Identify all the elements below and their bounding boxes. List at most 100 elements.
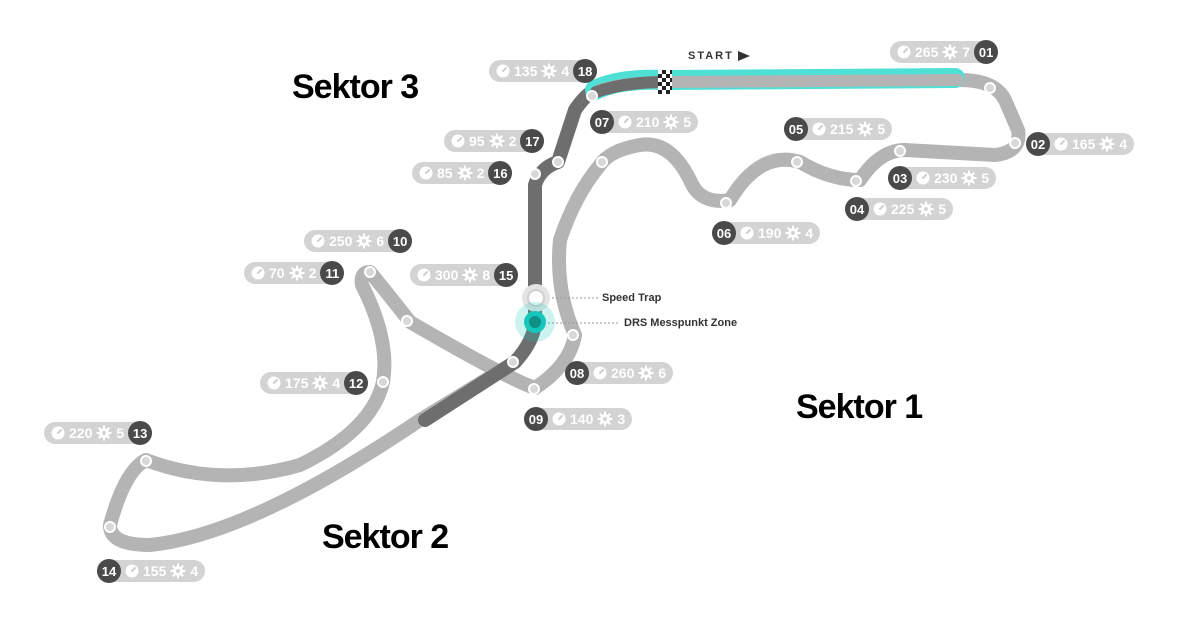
corner-number: 17 bbox=[520, 129, 545, 153]
corner-gear: 4 bbox=[190, 563, 199, 579]
corner-speed: 95 bbox=[469, 133, 485, 149]
start-text: START bbox=[688, 50, 734, 62]
speedometer-icon bbox=[916, 171, 930, 185]
corner-speed: 215 bbox=[830, 121, 854, 137]
corner-speed: 265 bbox=[915, 44, 939, 60]
speedometer-icon bbox=[552, 412, 566, 426]
gear-icon bbox=[597, 411, 613, 427]
corner-speed: 165 bbox=[1072, 136, 1096, 152]
corner-gear: 2 bbox=[308, 265, 317, 281]
corner-speed: 300 bbox=[435, 267, 459, 283]
speedometer-icon bbox=[618, 115, 632, 129]
corner-number: 05 bbox=[784, 117, 808, 141]
corner-marker-02 bbox=[1009, 137, 1021, 149]
speedometer-icon bbox=[593, 366, 607, 380]
corner-number: 04 bbox=[845, 197, 869, 221]
corner-number: 02 bbox=[1026, 132, 1050, 156]
corner-number: 12 bbox=[344, 371, 369, 395]
corner-marker-06 bbox=[720, 197, 732, 209]
corner-speed: 260 bbox=[611, 365, 635, 381]
start-label: START bbox=[688, 50, 750, 62]
gear-icon bbox=[961, 170, 977, 186]
speedometer-icon bbox=[51, 426, 65, 440]
corner-gear: 5 bbox=[877, 121, 886, 137]
speedometer-icon bbox=[451, 134, 465, 148]
speedometer-icon bbox=[1054, 137, 1068, 151]
corner-number: 07 bbox=[590, 110, 614, 134]
corner-marker-08 bbox=[567, 329, 579, 341]
corner-label-02: 02 165 4 bbox=[1026, 132, 1135, 156]
gear-icon bbox=[785, 225, 801, 241]
corner-number: 06 bbox=[712, 221, 736, 245]
corner-number: 03 bbox=[888, 166, 912, 190]
gear-icon bbox=[857, 121, 873, 137]
gear-icon bbox=[638, 365, 654, 381]
corner-gear: 6 bbox=[376, 233, 385, 249]
corner-speed: 85 bbox=[437, 165, 453, 181]
corner-marker-09 bbox=[528, 383, 540, 395]
gear-icon bbox=[942, 44, 958, 60]
corner-number: 11 bbox=[320, 261, 345, 285]
gear-icon bbox=[489, 133, 505, 149]
speedometer-icon bbox=[125, 564, 139, 578]
corner-speed: 220 bbox=[69, 425, 93, 441]
corner-number: 10 bbox=[388, 229, 413, 253]
corner-gear: 7 bbox=[962, 44, 971, 60]
corner-gear: 5 bbox=[116, 425, 125, 441]
gear-icon bbox=[663, 114, 679, 130]
corner-speed: 175 bbox=[285, 375, 309, 391]
corner-marker-13 bbox=[140, 455, 152, 467]
gear-icon bbox=[918, 201, 934, 217]
speed-trap-label: Speed Trap bbox=[602, 292, 662, 304]
corner-label-03: 03 230 5 bbox=[888, 166, 997, 190]
start-arrow-icon bbox=[737, 51, 750, 61]
corner-gear: 4 bbox=[1119, 136, 1128, 152]
gear-icon bbox=[457, 165, 473, 181]
speedometer-icon bbox=[873, 202, 887, 216]
speedometer-icon bbox=[267, 376, 281, 390]
corner-number: 18 bbox=[573, 59, 598, 83]
track-sector-1 bbox=[528, 73, 1026, 395]
corner-speed: 230 bbox=[934, 170, 958, 186]
corner-gear: 2 bbox=[476, 165, 485, 181]
sector-2-label: Sektor 2 bbox=[322, 518, 449, 556]
corner-marker-11 bbox=[364, 266, 376, 278]
gear-icon bbox=[1099, 136, 1115, 152]
corner-number: 08 bbox=[565, 361, 589, 385]
corner-number: 14 bbox=[97, 559, 121, 583]
drs-zone-label: DRS Messpunkt Zone bbox=[624, 317, 738, 329]
corner-marker-10 bbox=[401, 315, 413, 327]
corner-gear: 5 bbox=[981, 170, 990, 186]
corner-marker-05 bbox=[791, 156, 803, 168]
corner-gear: 5 bbox=[683, 114, 692, 130]
checkered-flag-icon bbox=[658, 70, 672, 94]
corner-gear: 8 bbox=[482, 267, 491, 283]
gear-icon bbox=[289, 265, 305, 281]
gear-icon bbox=[170, 563, 186, 579]
corner-marker-15 bbox=[507, 356, 519, 368]
corner-speed: 225 bbox=[891, 201, 915, 217]
speedometer-icon bbox=[740, 226, 754, 240]
corner-speed: 155 bbox=[143, 563, 167, 579]
gear-icon bbox=[312, 375, 328, 391]
corner-label-04: 04 225 5 bbox=[845, 197, 954, 221]
corner-marker-03 bbox=[894, 145, 906, 157]
speedometer-icon bbox=[812, 122, 826, 136]
corner-number: 09 bbox=[524, 407, 548, 431]
speedometer-icon bbox=[311, 234, 325, 248]
corner-label-14: 14 155 4 bbox=[97, 559, 206, 583]
corner-gear: 5 bbox=[938, 201, 947, 217]
corner-marker-17 bbox=[552, 156, 564, 168]
sector-1-label: Sektor 1 bbox=[796, 388, 923, 426]
sector-3-label: Sektor 3 bbox=[292, 68, 419, 106]
